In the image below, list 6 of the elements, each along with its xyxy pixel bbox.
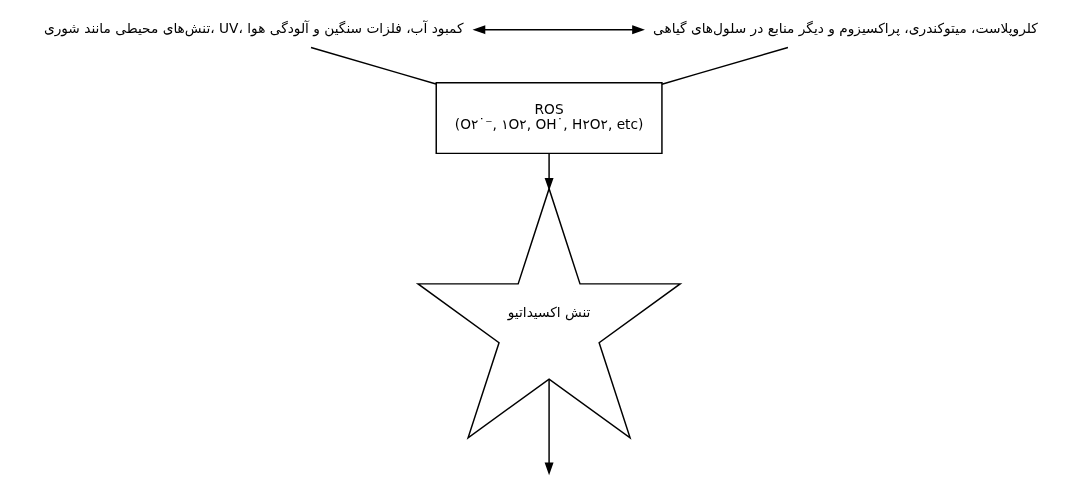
connector — [309, 46, 437, 85]
node-text: کلروپلاست، میتوکندری، پراکسیزوم و دیگر منابع در سلول‌های گیاهی — [652, 20, 1038, 37]
arrow — [472, 25, 645, 35]
node-text: تنش‌های محیطی مانند شوری، UV، کمبود آب، فلزات سنگین و آلودگی هوا — [43, 20, 464, 37]
arrow — [544, 152, 554, 191]
connector — [660, 46, 789, 85]
